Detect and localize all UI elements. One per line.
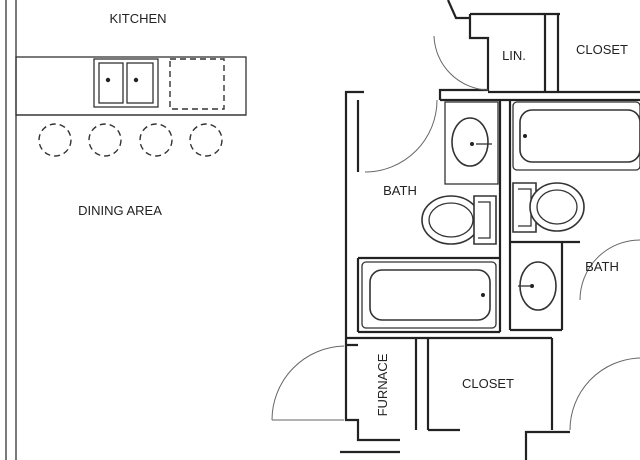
bathtub-right xyxy=(512,101,640,171)
upper-walls xyxy=(438,0,640,102)
label-furnace: FURNACE xyxy=(375,353,390,416)
bath-right-walls xyxy=(510,240,580,332)
label-closet-top: CLOSET xyxy=(576,42,628,57)
bar-stools xyxy=(38,123,223,157)
toilet-left xyxy=(421,195,497,245)
dishwasher xyxy=(169,58,225,110)
bathtub-left xyxy=(361,261,497,329)
door-swing-entry xyxy=(433,35,489,91)
kitchen-sink xyxy=(93,58,159,108)
vanity-right xyxy=(518,261,557,311)
label-kitchen: KITCHEN xyxy=(109,11,166,26)
door-swing-bath-right xyxy=(579,239,640,301)
door-swing-hall xyxy=(271,345,345,421)
bath-left-walls xyxy=(344,90,512,347)
label-bath-right: BATH xyxy=(585,259,619,274)
label-closet-bottom: CLOSET xyxy=(462,376,514,391)
kitchen-counter xyxy=(15,56,247,116)
door-swing-bath-left xyxy=(364,99,438,173)
exterior-wall-left xyxy=(5,0,17,460)
toilet-right xyxy=(512,182,585,233)
lower-walls xyxy=(340,336,570,460)
door-swing-closet xyxy=(569,357,640,431)
vanity-left xyxy=(444,101,499,185)
label-dining-area: DINING AREA xyxy=(78,203,162,218)
label-bath-left: BATH xyxy=(383,183,417,198)
label-linen: LIN. xyxy=(502,48,526,63)
